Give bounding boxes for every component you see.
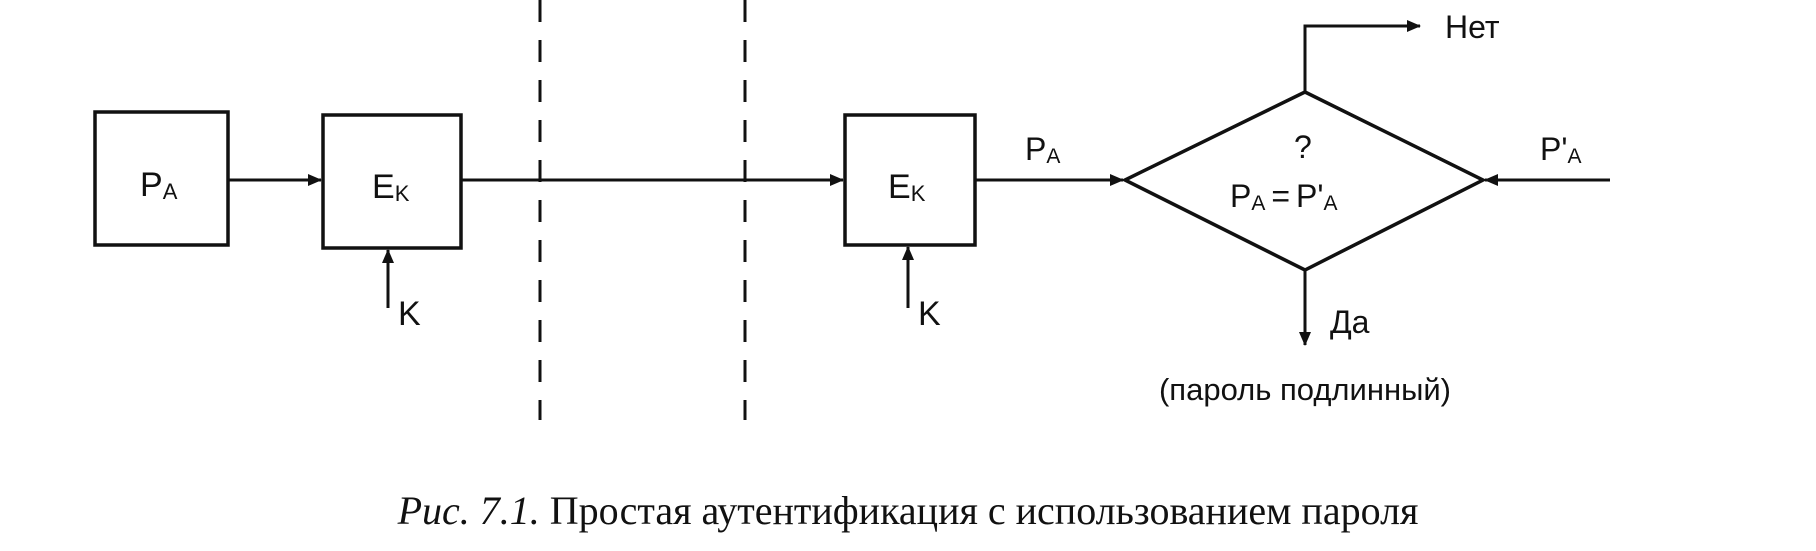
- encrypt-sender-label: E: [372, 168, 395, 206]
- password-source-label: P: [140, 166, 163, 204]
- comparison-right-label: P': [1296, 178, 1323, 214]
- comparison-left-subscript: A: [1251, 192, 1265, 215]
- key-label-receiver: K: [918, 295, 941, 333]
- encrypt-box-receiver: EK: [843, 113, 977, 247]
- encrypt-receiver-label: E: [888, 168, 911, 206]
- stored-password-label: P': [1540, 131, 1567, 167]
- caption-text: Простая аутентификация с использованием …: [550, 488, 1419, 533]
- yes-branch-note: (пароль подлинный): [1159, 372, 1451, 407]
- figure-caption: Рис. 7.1.Простая аутентификация с исполь…: [397, 488, 1419, 533]
- comparison-right-subscript: A: [1324, 192, 1338, 215]
- svg-text:PA: PA: [1025, 131, 1060, 168]
- comparison-left-label: P: [1230, 178, 1251, 214]
- password-source-box: PA: [93, 110, 230, 247]
- comparison-question-mark: ?: [1294, 129, 1312, 165]
- yes-branch-label: Да: [1330, 304, 1370, 340]
- svg-text:EK: EK: [888, 168, 926, 206]
- caption-prefix: Рис. 7.1.: [397, 488, 540, 533]
- key-label-sender: K: [398, 295, 421, 333]
- svg-text:EK: EK: [372, 168, 410, 206]
- encrypt-sender-subscript: K: [395, 181, 410, 206]
- decrypted-password-label: P: [1025, 131, 1046, 167]
- comparison-diamond: ? PA=P'A: [1121, 90, 1487, 272]
- svg-text:PA: PA: [140, 166, 178, 204]
- no-branch-label: Нет: [1445, 9, 1500, 45]
- arrow-no-branch: [1303, 20, 1421, 92]
- svg-text:PA=P'A: PA=P'A: [1230, 178, 1338, 215]
- stored-password-subscript: A: [1567, 145, 1581, 168]
- encrypt-receiver-subscript: K: [911, 181, 926, 206]
- password-source-subscript: A: [163, 179, 178, 204]
- encrypt-box-sender: EK: [321, 113, 463, 250]
- svg-text:P'A: P'A: [1540, 131, 1581, 168]
- comparison-equals-sign: =: [1271, 178, 1290, 214]
- decrypted-password-subscript: A: [1046, 145, 1060, 168]
